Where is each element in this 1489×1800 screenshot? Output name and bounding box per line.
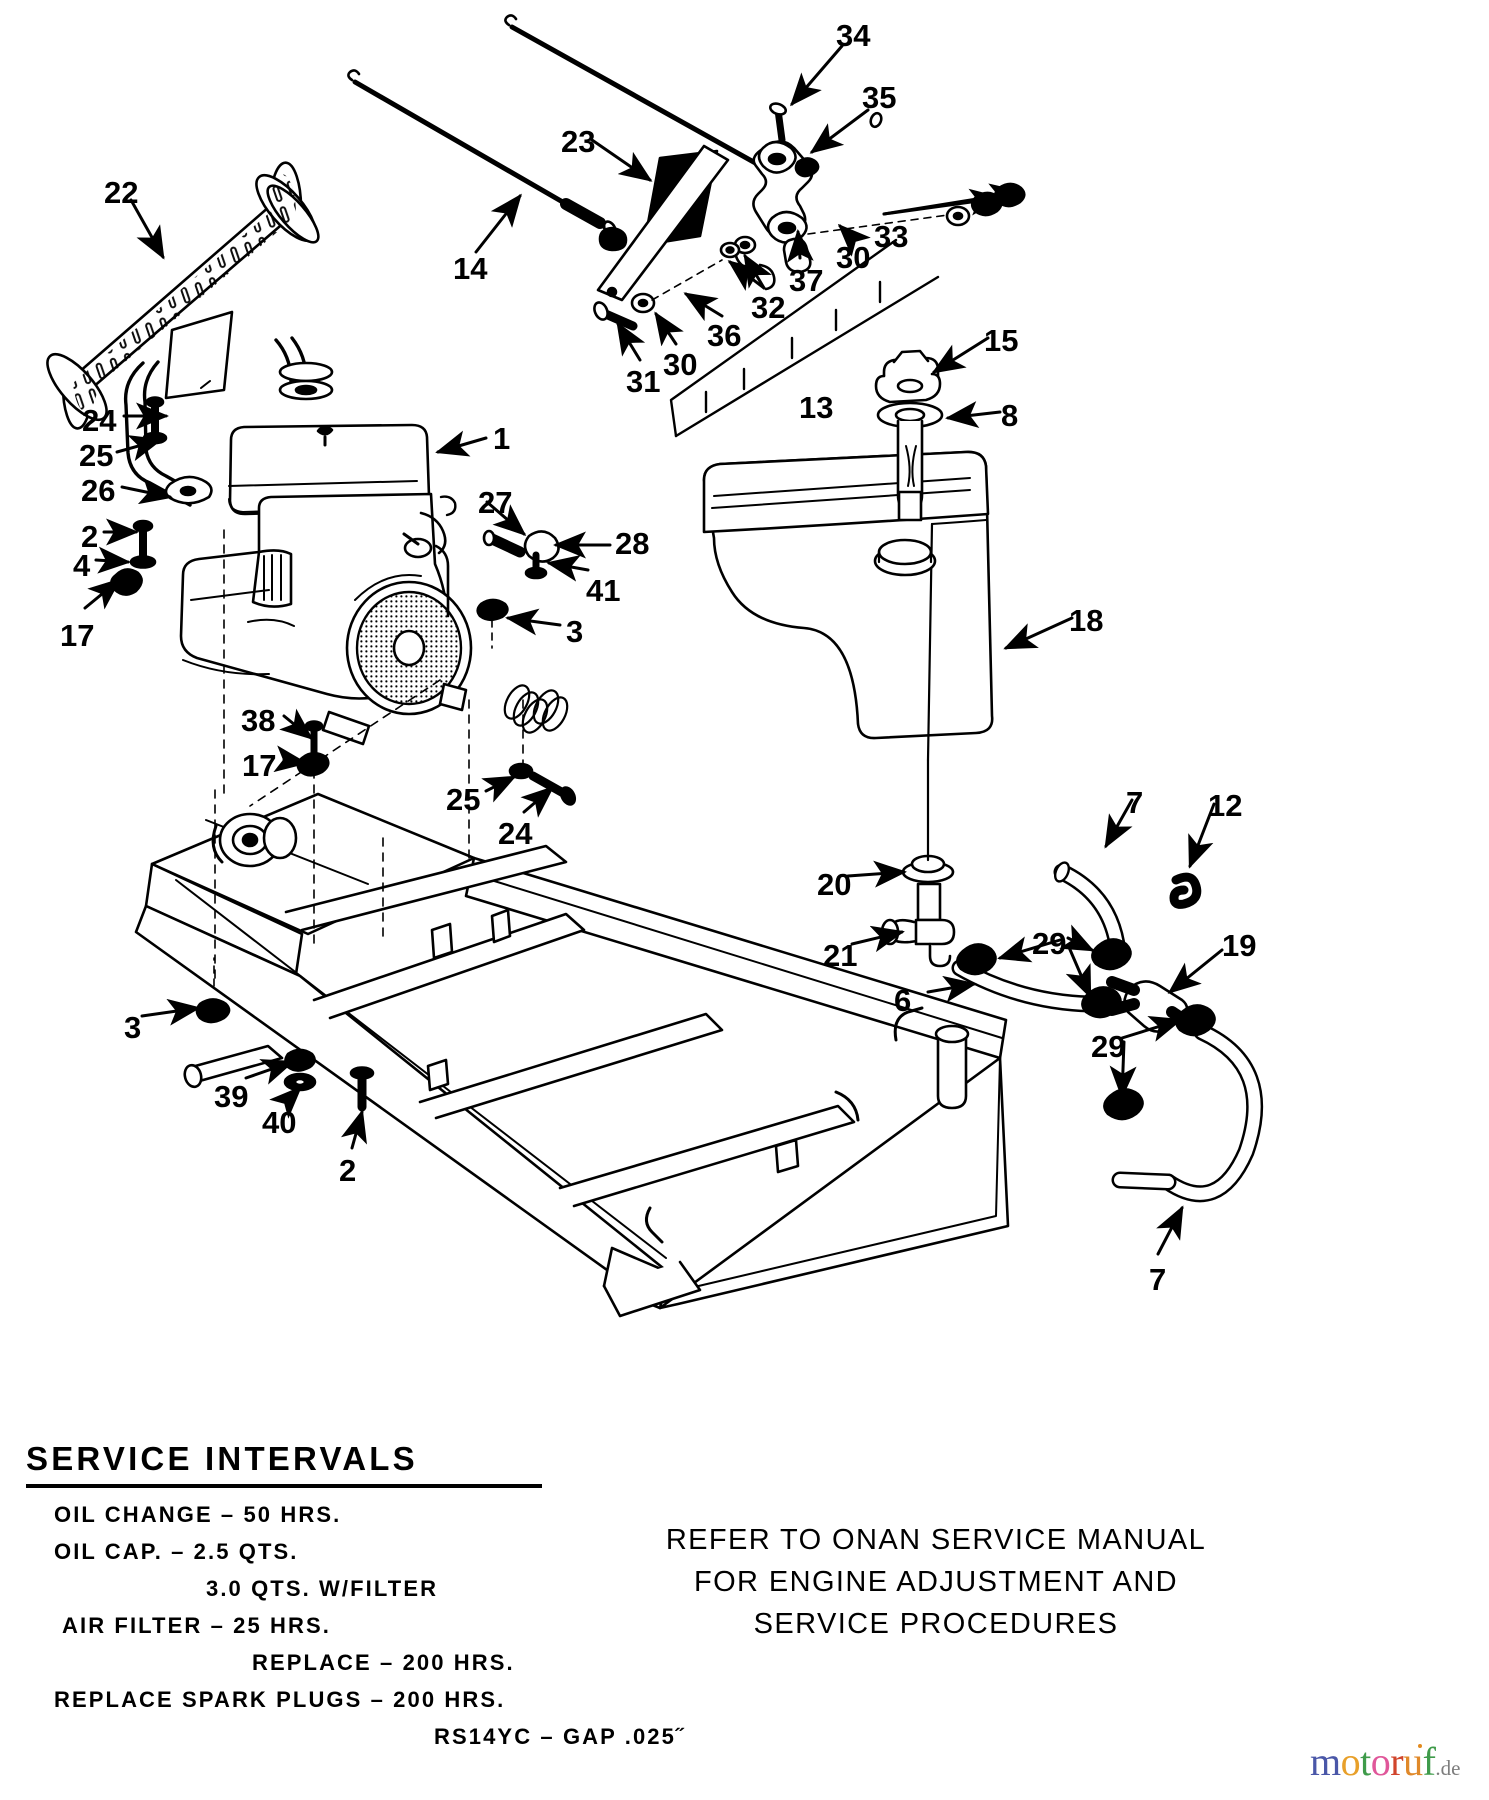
service-interval-line-1: OIL CAP. – 2.5 QTS.	[54, 1539, 299, 1564]
throttle-linkage-part	[504, 14, 1026, 438]
watermark-letter-6: f	[1422, 1739, 1436, 1784]
watermark-dot	[1418, 1744, 1423, 1748]
service-interval-line-4: REPLACE – 200 HRS.	[252, 1650, 515, 1675]
callout-number-41: 41	[586, 573, 621, 608]
frame-part	[134, 792, 1010, 1318]
fuel-tank-part	[702, 450, 994, 762]
onan-service-manual-note: REFER TO ONAN SERVICE MANUAL FOR ENGINE A…	[586, 1524, 1286, 1650]
callout-number-33: 33	[874, 219, 909, 254]
engine-pulley	[211, 812, 298, 868]
callout-number-15: 15	[984, 323, 1019, 358]
callout-number-26: 26	[81, 473, 116, 508]
callout-number-35: 35	[862, 80, 897, 115]
callout-number-36: 36	[707, 318, 742, 353]
refer-note-line-0: REFER TO ONAN SERVICE MANUAL	[665, 1524, 1207, 1556]
callout-number-25b: 25	[446, 782, 481, 817]
callout-number-13: 13	[799, 390, 834, 425]
callout-number-7b: 7	[1149, 1262, 1167, 1297]
callout-number-2a: 2	[81, 519, 99, 554]
watermark-letter-3: o	[1370, 1739, 1391, 1784]
callout-number-29b: 29	[1091, 1029, 1126, 1064]
service-interval-line-3: AIR FILTER – 25 HRS.	[62, 1613, 331, 1638]
service-interval-line-0: OIL CHANGE – 50 HRS.	[54, 1502, 342, 1527]
service-intervals-title: SERVICE INTERVALS	[26, 1440, 418, 1477]
choke-cable-part	[347, 69, 628, 252]
callout-number-28: 28	[615, 526, 650, 561]
service-interval-line-5: REPLACE SPARK PLUGS – 200 HRS.	[54, 1687, 506, 1712]
hose-clamps	[956, 938, 1216, 1121]
callout-number-25a: 25	[79, 438, 114, 473]
callout-number-31: 31	[626, 364, 661, 399]
callout-number-38: 38	[241, 703, 276, 738]
callout-number-2b: 2	[339, 1153, 357, 1188]
callout-number-40: 40	[262, 1105, 297, 1140]
watermark-letter-4: r	[1390, 1739, 1404, 1784]
watermark-letter-1: o	[1340, 1739, 1361, 1784]
callout-number-24a: 24	[82, 403, 117, 438]
refer-note-line-1: FOR ENGINE ADJUSTMENT AND	[693, 1566, 1179, 1598]
callout-number-17b: 17	[242, 748, 277, 783]
callout-number-30b: 30	[663, 347, 698, 382]
refer-note-line-2: SERVICE PROCEDURES	[753, 1608, 1119, 1640]
service-interval-line-2: 3.0 QTS. W/FILTER	[206, 1576, 439, 1601]
callout-number-7a: 7	[1126, 785, 1144, 820]
callout-number-27: 27	[478, 485, 513, 520]
fuel-cap-part	[874, 349, 944, 522]
leader-lines	[83, 44, 1224, 1256]
service-intervals-block: SERVICE INTERVALS OIL CHANGE – 50 HRS.OI…	[18, 1440, 686, 1761]
callout-number-14: 14	[453, 251, 488, 286]
callout-number-21: 21	[823, 938, 858, 973]
service-interval-line-6: RS14YC – GAP .025˝	[434, 1724, 686, 1749]
service-intervals-divider	[26, 1484, 542, 1488]
watermark-tld: .de	[1435, 1756, 1461, 1780]
callout-number-8: 8	[1001, 398, 1019, 433]
callout-number-3b: 3	[124, 1010, 142, 1045]
engine-hardware	[110, 519, 577, 806]
callout-number-37: 37	[789, 263, 824, 298]
frame-hardware	[195, 529, 524, 1133]
callout-number-34: 34	[836, 18, 871, 53]
motoruf-watermark: motoruf.de	[1310, 1742, 1460, 1782]
callout-number-29a: 29	[1032, 926, 1067, 961]
callout-number-39: 39	[214, 1079, 249, 1114]
callout-number-32: 32	[751, 290, 786, 325]
callout-number-30a: 30	[836, 240, 871, 275]
callout-number-3a: 3	[566, 614, 584, 649]
engine-part	[179, 423, 569, 746]
fuel-lines-part	[880, 758, 1264, 1203]
callout-number-23: 23	[561, 124, 596, 159]
watermark-letter-2: t	[1360, 1739, 1371, 1784]
callout-number-19: 19	[1222, 928, 1257, 963]
callout-number-24b: 24	[498, 816, 533, 851]
callout-number-12: 12	[1208, 788, 1243, 823]
callout-number-4: 4	[73, 548, 91, 583]
callout-number-20: 20	[817, 867, 852, 902]
watermark-letter-5: u	[1403, 1739, 1423, 1784]
callout-number-6: 6	[894, 983, 912, 1018]
callout-number-17a: 17	[60, 618, 95, 653]
callout-number-1: 1	[493, 421, 511, 456]
watermark-letter-0: m	[1310, 1739, 1341, 1784]
callout-number-22: 22	[104, 175, 139, 210]
service-intervals-list: OIL CHANGE – 50 HRS. OIL CAP. – 2.5 QTS. 3…	[18, 1502, 686, 1750]
callout-number-18: 18	[1069, 603, 1104, 638]
